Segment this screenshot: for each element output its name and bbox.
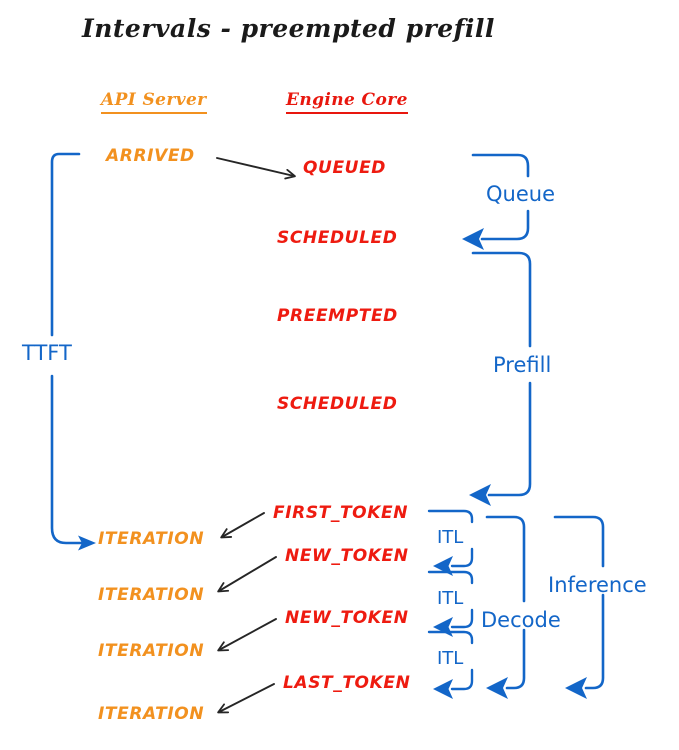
interval-label-itl-2: ITL xyxy=(437,588,464,609)
transition-arrow-last-token-to-iteration xyxy=(217,683,275,714)
transition-arrow-arrived-to-queued xyxy=(216,157,296,180)
transition-arrow-first-token-to-iteration xyxy=(220,512,265,539)
event-last-token: LAST_TOKEN xyxy=(283,673,411,693)
event-iteration-2: ITERATION xyxy=(98,585,205,605)
page-title: Intervals - preempted prefill xyxy=(82,14,495,43)
event-preempted: PREEMPTED xyxy=(277,306,398,326)
interval-label-decode: Decode xyxy=(481,608,561,632)
bracket-inference xyxy=(553,515,605,699)
interval-label-itl-1: ITL xyxy=(437,527,464,548)
column-header-api-server: API Server xyxy=(101,90,207,114)
event-scheduled-1: SCHEDULED xyxy=(277,228,398,248)
event-queued: QUEUED xyxy=(303,158,386,178)
event-first-token: FIRST_TOKEN xyxy=(273,503,409,523)
event-scheduled-2: SCHEDULED xyxy=(277,394,398,414)
interval-label-queue: Queue xyxy=(486,182,555,206)
event-new-token-1: NEW_TOKEN xyxy=(285,546,409,566)
event-iteration-1: ITERATION xyxy=(98,529,205,549)
interval-label-itl-3: ITL xyxy=(437,648,464,669)
transition-arrow-new-token-2-to-iteration xyxy=(217,618,277,652)
event-iteration-3: ITERATION xyxy=(98,641,205,661)
bracket-prefill xyxy=(469,251,532,506)
interval-label-prefill: Prefill xyxy=(493,353,552,377)
event-arrived: ARRIVED xyxy=(106,146,195,166)
event-iteration-4: ITERATION xyxy=(98,704,205,724)
interval-label-inference: Inference xyxy=(548,573,647,597)
transition-arrow-new-token-1-to-iteration xyxy=(217,556,277,593)
interval-label-ttft: TTFT xyxy=(22,341,72,365)
column-header-engine-core: Engine Core xyxy=(286,90,408,114)
event-new-token-2: NEW_TOKEN xyxy=(285,608,409,628)
